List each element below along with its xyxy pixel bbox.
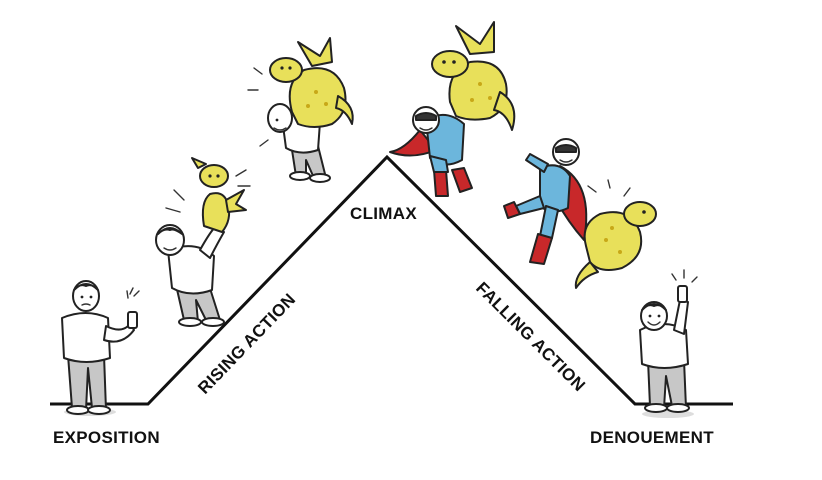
man-grabbed-by-dragon-icon	[247, 37, 354, 183]
man-holding-phone-icon	[61, 280, 140, 416]
plot-line	[50, 154, 733, 406]
hero-kicking-dragon-icon	[503, 138, 657, 289]
man-with-small-dragon-icon	[155, 157, 251, 327]
label-climax: CLIMAX	[350, 204, 417, 223]
hero-fighting-dragon-icon	[389, 21, 516, 197]
label-falling-action: FALLING ACTION	[472, 278, 589, 395]
label-exposition: EXPOSITION	[53, 428, 160, 447]
happy-man-with-phone-icon	[639, 269, 698, 418]
label-denouement: DENOUEMENT	[590, 428, 714, 447]
